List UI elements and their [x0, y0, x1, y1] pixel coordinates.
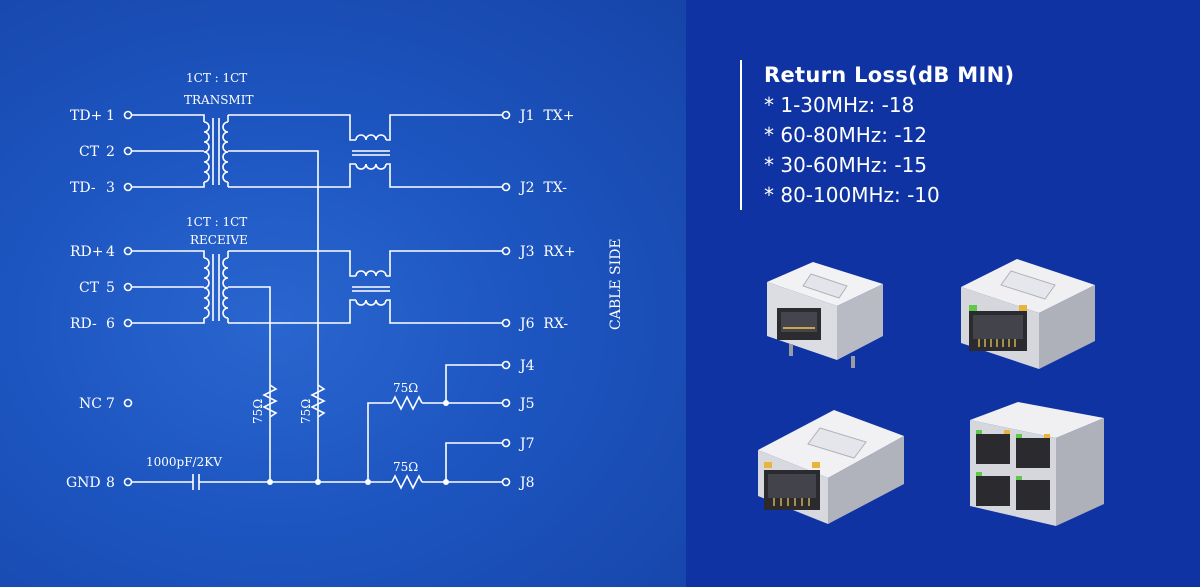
pin-2-label: CT: [79, 144, 100, 160]
capacitor-label: 1000pF/2KV: [146, 455, 222, 469]
pin-5-num: 5: [106, 280, 115, 296]
pin-6-label: RD-: [70, 316, 97, 332]
cable-side-label: CABLE SIDE: [608, 238, 624, 330]
pin-j8-label: J8: [518, 475, 535, 491]
transmit-ratio-label: 1CT : 1CT: [186, 71, 247, 85]
rj45-jack-single-image: [767, 262, 883, 368]
resistor-j8-label: 75Ω: [393, 460, 418, 474]
pin-7-label: NC: [79, 396, 102, 412]
resistor-vertical-1-label: 75Ω: [251, 399, 265, 424]
pin-3-label: TD-: [70, 180, 96, 196]
pin-j4-label: J4: [518, 358, 535, 374]
resistor-j5-label: 75Ω: [393, 381, 418, 395]
pin-1-label: TD+: [70, 108, 102, 124]
magnetics-schematic: TD+ 1 CT 2 TD- 3 RD+ 4 CT 5 RD- 6 NC 7 G…: [0, 0, 686, 587]
pin-j2-label: J2 TX-: [518, 180, 567, 196]
receive-ratio-label: 1CT : 1CT: [186, 215, 247, 229]
pin-2-num: 2: [106, 144, 115, 160]
return-loss-spec: Return Loss(dB MIN) * 1-30MHz: -18 * 60-…: [740, 60, 1014, 210]
pin-j7-label: J7: [518, 436, 535, 452]
pin-1-num: 1: [106, 108, 115, 124]
spec-item: * 30-60MHz: -15: [764, 153, 928, 177]
pin-7-num: 7: [106, 396, 115, 412]
pin-j1-label: J1 TX+: [518, 108, 574, 124]
spec-title: Return Loss(dB MIN): [764, 63, 1015, 87]
pin-4-num: 4: [106, 244, 115, 260]
spec-item: * 80-100MHz: -10: [764, 183, 940, 207]
spec-item: * 1-30MHz: -18: [764, 93, 915, 117]
resistor-vertical-2-label: 75Ω: [299, 399, 313, 424]
receive-label: RECEIVE: [190, 233, 248, 247]
pin-j5-label: J5: [518, 396, 535, 412]
pin-4-label: RD+: [70, 244, 104, 260]
rj45-jack-angled-image: [758, 410, 904, 524]
pin-j6-label: J6 RX-: [518, 316, 568, 332]
pin-3-num: 3: [106, 180, 115, 196]
pin-8-label: GND: [66, 475, 101, 491]
transmit-label: TRANSMIT: [184, 93, 253, 107]
schematic-panel: TD+ 1 CT 2 TD- 3 RD+ 4 CT 5 RD- 6 NC 7 G…: [0, 0, 686, 587]
pin-8-num: 8: [106, 475, 115, 491]
rj45-jack-dual-stacked-image: [970, 402, 1104, 526]
pin-5-label: CT: [79, 280, 100, 296]
spec-item: * 60-80MHz: -12: [764, 123, 928, 147]
pin-j3-label: J3 RX+: [518, 244, 576, 260]
pin-6-num: 6: [106, 316, 115, 332]
rj45-jack-led-image: [961, 259, 1095, 369]
